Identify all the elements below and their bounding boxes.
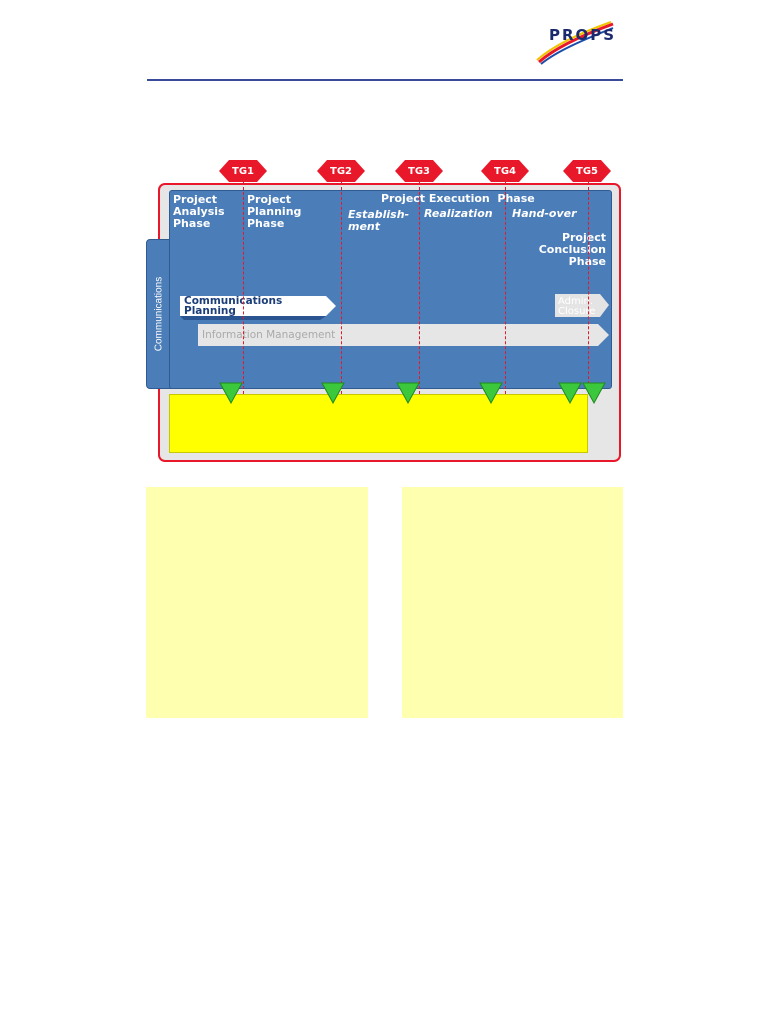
phase-analysis: Project Analysis Phase: [173, 194, 225, 230]
gate-tg1-label: TG1: [232, 165, 254, 177]
milestone-triangle-icon: [321, 382, 345, 404]
props-logo: PROPS: [535, 18, 615, 66]
communications-planning-label: Communications Planning: [184, 295, 283, 317]
admin-closure-line1: Admin.: [558, 296, 594, 307]
communications-planning-line2: Planning: [184, 305, 236, 317]
phase-analysis-line2: Analysis: [173, 205, 225, 218]
gate-line-tg5: [588, 177, 589, 394]
gate-tg2-label: TG2: [330, 165, 352, 177]
phase-execution-handover: Hand-over: [512, 207, 577, 220]
gate-diamond-icon: [317, 160, 365, 182]
gate-tg1: TG1: [219, 160, 267, 182]
information-management-label: Information Management: [202, 329, 336, 341]
phase-conclusion-line3: Phase: [568, 255, 606, 268]
phase-panel: [169, 190, 612, 389]
gate-tg2: TG2: [317, 160, 365, 182]
gate-tg4-label: TG4: [494, 165, 516, 177]
gate-diamond-icon: [395, 160, 443, 182]
phase-conclusion-line2: Conclusion: [538, 243, 606, 256]
phase-execution-establishment: Establish- ment: [348, 209, 409, 233]
milestone-triangle-icon: [558, 382, 582, 404]
gate-tg5-label: TG5: [576, 165, 598, 177]
milestone-triangle-icon: [219, 382, 243, 404]
communications-planning-arrow: [180, 296, 336, 320]
admin-closure-line2: Closure: [558, 306, 596, 317]
milestone-triangle-icon: [479, 382, 503, 404]
gate-tg5: TG5: [563, 160, 611, 182]
gate-line-tg3: [419, 177, 420, 394]
phase-planning: Project Planning Phase: [247, 194, 301, 230]
phase-execution-realization: Realization: [424, 207, 493, 220]
phase-execution-title: Project Execution Phase: [381, 192, 535, 205]
milestone-triangle-icon: [396, 382, 420, 404]
communications-side-tab-label: Communications: [153, 276, 165, 352]
communications-side-tab: Communications: [146, 239, 172, 389]
header-divider: [147, 79, 623, 81]
phase-analysis-line1: Project: [173, 193, 218, 206]
information-management-arrow: [198, 324, 609, 346]
gate-line-tg4: [505, 177, 506, 394]
phase-analysis-line3: Phase: [173, 217, 211, 230]
note-box-right: [402, 487, 623, 718]
phase-conclusion-line1: Project: [561, 231, 606, 244]
gate-line-tg1: [243, 177, 244, 394]
admin-closure-label: Admin. Closure: [558, 297, 595, 317]
logo-swoosh-icon: [536, 21, 614, 65]
gate-tg4: TG4: [481, 160, 529, 182]
phase-planning-line2: Planning: [247, 205, 302, 218]
gate-diamond-icon: [563, 160, 611, 182]
milestone-triangle-icon: [582, 382, 606, 404]
logo-text: PROPS: [549, 26, 617, 44]
gate-line-tg2: [341, 177, 342, 394]
phase-planning-line1: Project: [247, 193, 292, 206]
establishment-line2: ment: [348, 220, 381, 233]
gate-diamond-icon: [219, 160, 267, 182]
establishment-line1: Establish-: [348, 208, 410, 221]
milestone-band: [169, 394, 588, 453]
gate-diamond-icon: [481, 160, 529, 182]
communications-planning-line1: Communications: [184, 295, 283, 307]
phase-conclusion: Project Conclusion Phase: [530, 232, 606, 268]
phase-planning-line3: Phase: [247, 217, 285, 230]
admin-closure-arrow: [555, 294, 609, 317]
note-box-left: [146, 487, 368, 718]
gate-tg3-label: TG3: [408, 165, 430, 177]
gate-tg3: TG3: [395, 160, 443, 182]
